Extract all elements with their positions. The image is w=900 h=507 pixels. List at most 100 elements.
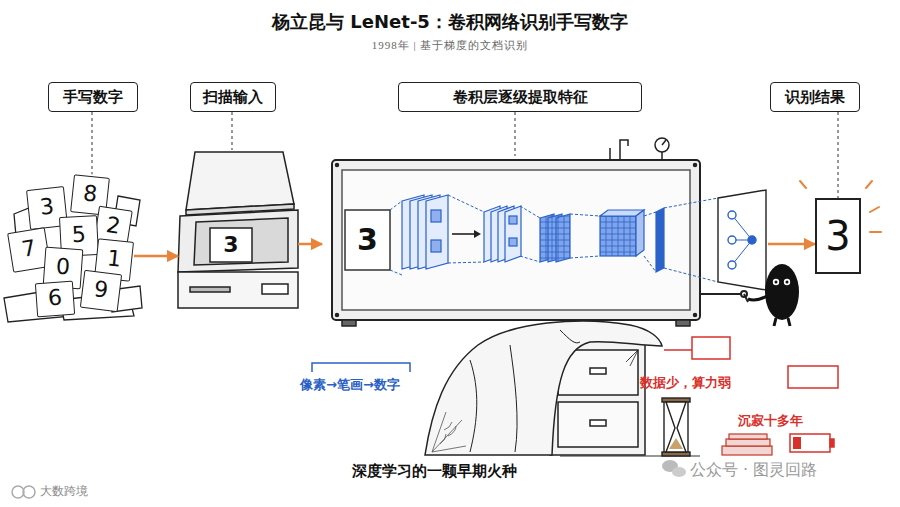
- scanner: [190, 287, 230, 292]
- label-text: 卷积层逐级提取特征: [453, 84, 588, 110]
- digit-card: 6: [35, 281, 75, 318]
- lenet-machine: [332, 160, 700, 320]
- lenet-machine: [676, 320, 690, 326]
- lenet-machine: [342, 170, 690, 310]
- label-box: 卷积层逐级提取特征: [398, 82, 642, 112]
- dust-cloth: [425, 321, 662, 455]
- battery-icon: [790, 434, 834, 452]
- sparkle-lines: [866, 181, 872, 188]
- leader-line: [514, 112, 515, 156]
- sparkle-lines: [800, 181, 806, 188]
- hourglass: [666, 402, 686, 452]
- book-stack: [726, 439, 770, 446]
- conv-layers: [431, 210, 441, 222]
- digit-card: 9: [80, 270, 122, 312]
- conv-layers: [509, 238, 517, 246]
- filing-cabinet: [558, 402, 638, 447]
- scanner: [178, 210, 298, 272]
- scanner-box: 3: [178, 150, 298, 312]
- red-note: 沉寂十多年: [738, 412, 803, 430]
- blob-character: [765, 264, 799, 320]
- scanner: [186, 152, 294, 210]
- conv-layers: [426, 195, 448, 269]
- conv-layers: [556, 214, 570, 262]
- watermark-logo: [12, 486, 24, 498]
- subtitle: 1998年 | 基于梯度的文档识别: [372, 38, 529, 53]
- conv-layers: [636, 210, 644, 256]
- conv-layers: [656, 208, 664, 272]
- output-panel: [728, 236, 736, 244]
- layer-arrow: [452, 233, 474, 235]
- lenet-machine: [694, 164, 697, 167]
- leader-line: [837, 112, 838, 198]
- label-box: 手写数字: [48, 82, 138, 112]
- digit-text: 3: [817, 200, 859, 272]
- scanner: [178, 152, 298, 308]
- digit-text: 6: [36, 282, 74, 314]
- blob-character: [786, 281, 789, 284]
- dust-cloth: [425, 321, 662, 455]
- lenet-machine: [332, 138, 700, 326]
- lenet-machine: [655, 138, 669, 152]
- lenet-machine: [345, 210, 390, 270]
- paper-pile: [4, 196, 142, 322]
- battery-icon: [793, 437, 801, 449]
- lenet-machine: [610, 140, 628, 160]
- filing-cabinet: [590, 368, 606, 374]
- blue-bracket: [312, 363, 410, 372]
- book-stack: [729, 434, 767, 439]
- red-callouts: [788, 366, 838, 388]
- result-card: 3: [815, 198, 861, 274]
- output-panel: [718, 190, 766, 290]
- label-text: 识别结果: [785, 84, 845, 110]
- cobweb: [432, 412, 466, 452]
- label-text: 手写数字: [63, 84, 123, 110]
- watermark: 公众号 · 图灵回路: [690, 460, 817, 481]
- label-box: 扫描输入: [190, 82, 276, 112]
- blue-bracket: [312, 363, 410, 372]
- leader-line: [231, 112, 232, 150]
- lenet-machine: [694, 314, 697, 317]
- book-stack: [722, 446, 772, 455]
- lenet-machine: [342, 320, 356, 326]
- conv-layers: [431, 240, 441, 252]
- watermark: 大数跨境: [40, 483, 88, 500]
- blob-character: [748, 296, 767, 300]
- crank: [744, 294, 748, 302]
- conv-layers: [402, 195, 664, 272]
- scanner: [194, 218, 288, 265]
- battery-icon: [790, 434, 830, 452]
- book-stack: [722, 434, 772, 455]
- dust-cloth: [470, 330, 580, 452]
- flow-arrow: [134, 255, 178, 258]
- hourglass: [669, 438, 683, 449]
- hourglass: [687, 402, 688, 452]
- digit-text: 3: [345, 210, 390, 270]
- output-panel: [728, 261, 736, 269]
- red-callouts: [692, 337, 730, 359]
- title: 杨立昆与 LeNet-5：卷积网络识别手写数字: [0, 10, 900, 34]
- scanner: [178, 272, 298, 308]
- cobweb: [432, 412, 466, 452]
- blue-note: 像素→笔画→数字: [300, 376, 400, 394]
- wechat-icon: [662, 460, 686, 477]
- crank: [700, 293, 742, 295]
- crank: [700, 291, 748, 302]
- blob-character: [775, 281, 778, 284]
- conv-layers: [509, 216, 517, 224]
- lenet-machine: [336, 164, 339, 167]
- leader-line: [91, 112, 92, 174]
- digit-text: 3: [210, 228, 252, 262]
- feature-map-lines: [390, 195, 718, 282]
- sparkle-lines: [870, 231, 881, 233]
- red-note: 数据少，算力弱: [640, 374, 731, 392]
- label-box: 识别结果: [770, 82, 860, 112]
- sparkle-lines: [870, 207, 879, 212]
- filing-cabinet: [626, 350, 638, 366]
- blob-character: [784, 279, 790, 285]
